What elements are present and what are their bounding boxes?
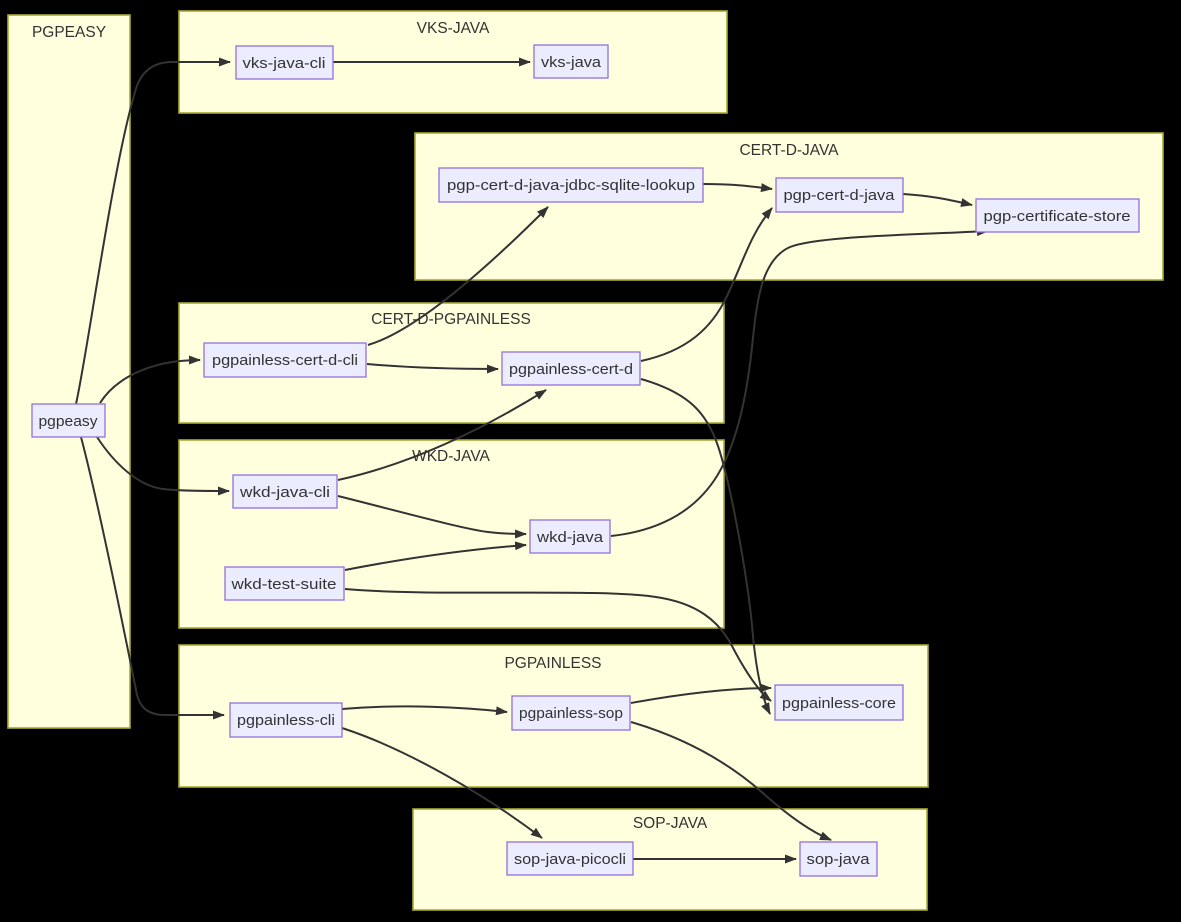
node-pgp-certificate-store-box — [975, 198, 1140, 233]
subgraph-vks-java-title: VKS-JAVA — [417, 20, 490, 37]
node-sop-java: sop-java — [799, 841, 878, 877]
node-pgpainless-cert-d-cli: pgpainless-cert-d-cli — [203, 342, 367, 378]
node-sop-java-picocli: sop-java-picocli — [506, 841, 634, 876]
node-pgpeasy: pgpeasy — [31, 403, 106, 438]
node-pgpainless-cli-box — [229, 702, 343, 738]
subgraph-cert-d-pgpainless-title: CERT-D-PGPAINLESS — [371, 311, 531, 328]
node-pgpainless-core-box — [774, 684, 904, 721]
node-pgpainless-sop-label: pgpainless-sop — [519, 705, 623, 722]
edge-layer — [75, 57, 989, 864]
node-pgpainless-cli-label: pgpainless-cli — [237, 712, 335, 729]
edge-pgpainless-cert-d-pgp-cert-d-java — [640, 207, 773, 362]
edge-pgpeasy-wkd-java-cli — [96, 436, 230, 496]
node-wkd-java-label: wkd-java — [536, 529, 604, 546]
node-vks-java-cli-box — [235, 45, 334, 80]
node-pgpainless-cert-d-label: pgpainless-cert-d — [509, 361, 633, 378]
subgraph-pgpeasy-title: PGPEASY — [32, 24, 106, 41]
node-vks-java-label: vks-java — [541, 54, 602, 71]
node-pgpainless-core-label: pgpainless-core — [782, 695, 896, 712]
edge-pgpainless-cli-pgpainless-sop — [341, 705, 508, 716]
edge-pgpainless-cert-d-cli-jdbc-sqlite-lookup — [367, 206, 549, 346]
node-wkd-java-cli-label: wkd-java-cli — [239, 484, 330, 501]
node-pgpeasy-label: pgpeasy — [39, 413, 99, 430]
node-pgpainless-cert-d-box — [501, 351, 641, 386]
node-pgpainless-cli: pgpainless-cli — [229, 702, 343, 738]
node-wkd-java: wkd-java — [529, 519, 611, 554]
node-wkd-java-box — [529, 519, 611, 554]
node-pgp-cert-d-java: pgp-cert-d-java — [775, 177, 904, 213]
edge-wkd-test-suite-pgpainless-core — [344, 588, 772, 702]
node-pgpainless-sop-box — [511, 695, 631, 731]
node-pgpainless-cert-d: pgpainless-cert-d — [501, 351, 641, 386]
node-pgp-certificate-store-label: pgp-certificate-store — [984, 208, 1131, 225]
node-wkd-java-cli-box — [232, 474, 338, 509]
node-pgp-certificate-store: pgp-certificate-store — [975, 198, 1140, 233]
edge-wkd-java-cli-wkd-java — [337, 495, 527, 539]
node-sop-java-label: sop-java — [807, 851, 871, 868]
node-vks-java-cli-label: vks-java-cli — [243, 55, 326, 72]
node-sop-java-box — [799, 841, 878, 877]
edge-pgpainless-cli-sop-java-picocli — [341, 727, 543, 839]
subgraph-pgpainless-title: PGPAINLESS — [504, 655, 601, 672]
node-pgpeasy-box — [31, 403, 106, 438]
node-pgpainless-core: pgpainless-core — [774, 684, 904, 721]
node-pgpainless-cert-d-cli-label: pgpainless-cert-d-cli — [212, 352, 358, 369]
node-pgpainless-sop: pgpainless-sop — [511, 695, 631, 731]
subgraph-sop-java-title: SOP-JAVA — [633, 815, 708, 832]
node-pgp-cert-d-java-box — [775, 177, 904, 213]
node-vks-java: vks-java — [533, 44, 609, 79]
edge-jdbc-sqlite-lookup-pgp-cert-d-java — [702, 183, 773, 193]
edge-pgpeasy-pgpainless-cli — [80, 436, 225, 720]
node-sop-java-picocli-label: sop-java-picocli — [514, 851, 626, 868]
subgraph-cert-d-java-title: CERT-D-JAVA — [739, 142, 839, 159]
node-wkd-java-cli: wkd-java-cli — [232, 474, 338, 509]
node-sop-java-picocli-box — [506, 841, 634, 876]
edge-pgpeasy-vks-java-cli — [75, 57, 231, 405]
node-jdbc-sqlite-lookup-box — [438, 167, 704, 203]
node-jdbc-sqlite-lookup-label: pgp-cert-d-java-jdbc-sqlite-lookup — [447, 177, 695, 194]
subgraph-pgpeasy-box — [7, 14, 131, 729]
node-wkd-test-suite: wkd-test-suite — [224, 566, 345, 601]
node-pgpainless-cert-d-cli-box — [203, 342, 367, 378]
edge-pgp-cert-d-java-pgp-certificate-store — [902, 193, 973, 207]
edge-wkd-test-suite-wkd-java — [344, 541, 527, 571]
node-vks-java-cli: vks-java-cli — [235, 45, 334, 80]
node-jdbc-sqlite-lookup: pgp-cert-d-java-jdbc-sqlite-lookup — [438, 167, 704, 203]
edge-pgpeasy-pgpainless-cert-d-cli — [99, 355, 201, 404]
edge-pgpainless-sop-sop-java — [630, 721, 832, 841]
node-vks-java-box — [533, 44, 609, 79]
edge-wkd-java-cli-pgpainless-cert-d — [337, 389, 547, 481]
node-wkd-test-suite-box — [224, 566, 345, 601]
edge-wkd-java-pgp-certificate-store — [610, 227, 989, 537]
edge-pgpainless-cert-d-pgpainless-core — [640, 378, 771, 715]
subgraph-pgpeasy: PGPEASY — [7, 14, 131, 729]
edge-pgpainless-cert-d-cli-pgpainless-cert-d — [366, 363, 499, 374]
subgraph-wkd-java-title: WKD-JAVA — [412, 448, 490, 465]
node-pgp-cert-d-java-label: pgp-cert-d-java — [784, 187, 896, 204]
edge-pgpainless-sop-pgpainless-core — [630, 683, 772, 704]
node-wkd-test-suite-label: wkd-test-suite — [230, 576, 336, 593]
